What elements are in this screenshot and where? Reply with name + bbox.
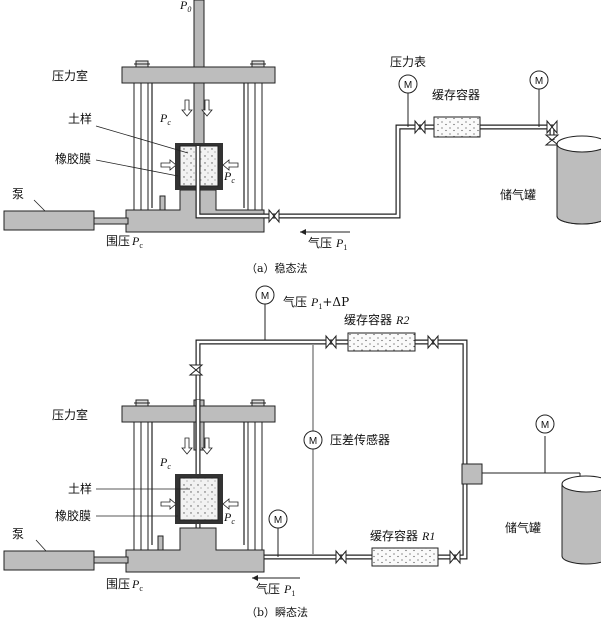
pump <box>3 210 95 231</box>
soil-label: 土样 <box>68 481 92 496</box>
pressure-gauge: M <box>398 74 418 94</box>
valve[interactable] <box>414 119 426 135</box>
svg-text:Pc: Pc <box>159 455 171 471</box>
svg-text:M: M <box>535 76 543 87</box>
svg-text:Pc: Pc <box>223 169 235 185</box>
storage-tank <box>561 475 601 565</box>
soil-label: 土样 <box>68 111 92 126</box>
buffer-container <box>433 116 481 138</box>
chamber-label: 压力室 <box>52 68 88 83</box>
svg-text:P0: P0 <box>179 0 191 14</box>
svg-text:Pc: Pc <box>223 510 235 526</box>
membrane-label: 橡胶膜 <box>55 508 91 523</box>
panel-b: M <box>3 285 601 619</box>
valve[interactable] <box>544 134 560 146</box>
diff-sensor-label: 压差传感器 <box>330 432 390 447</box>
chamber-base <box>125 527 265 573</box>
valve[interactable] <box>325 334 337 350</box>
junction-block <box>461 463 483 485</box>
chamber-top-plate <box>121 66 276 84</box>
svg-text:Pc: Pc <box>159 111 171 127</box>
valve[interactable] <box>546 119 558 135</box>
valve[interactable] <box>427 334 439 350</box>
caption-b: （b）瞬态法 <box>246 605 308 619</box>
pump-label: 泵 <box>12 187 24 201</box>
tank-label: 储气罐 <box>500 187 536 202</box>
valve[interactable] <box>335 549 347 565</box>
pressure-arrow-down <box>181 99 193 117</box>
chamber-label: 压力室 <box>52 407 88 422</box>
pump-label: 泵 <box>12 527 24 541</box>
differential-pressure-sensor: M <box>303 430 323 450</box>
pressure-gauge: M <box>268 509 288 529</box>
svg-text:M: M <box>404 80 412 91</box>
svg-text:M: M <box>541 420 549 431</box>
gauge-label: 压力表 <box>390 55 426 69</box>
pressure-arrow-down <box>201 99 213 117</box>
svg-text:M: M <box>274 515 282 526</box>
svg-text:M: M <box>261 291 269 302</box>
pump <box>3 550 95 571</box>
pressure-arrow-left <box>222 159 239 171</box>
caption-a: （a）稳态法 <box>246 261 308 275</box>
buffer-label: 缓存容器 <box>432 87 480 102</box>
pressure-gauge: M <box>529 70 549 90</box>
valve[interactable] <box>268 208 280 224</box>
chamber-base <box>125 189 265 233</box>
pressure-gauge: M <box>535 414 555 434</box>
pressure-arrow-right <box>160 159 177 171</box>
svg-text:M: M <box>309 436 317 447</box>
tank-label: 储气罐 <box>505 520 541 535</box>
storage-tank <box>556 135 601 225</box>
buffer-container-r1 <box>371 547 439 567</box>
soil-sample <box>179 477 219 521</box>
valve[interactable] <box>449 549 461 565</box>
buffer-container-r2 <box>347 332 416 352</box>
valve[interactable] <box>188 364 204 376</box>
gas-loop <box>195 339 468 560</box>
membrane-label: 橡胶膜 <box>55 151 91 166</box>
pressure-gauge: M <box>255 285 275 305</box>
